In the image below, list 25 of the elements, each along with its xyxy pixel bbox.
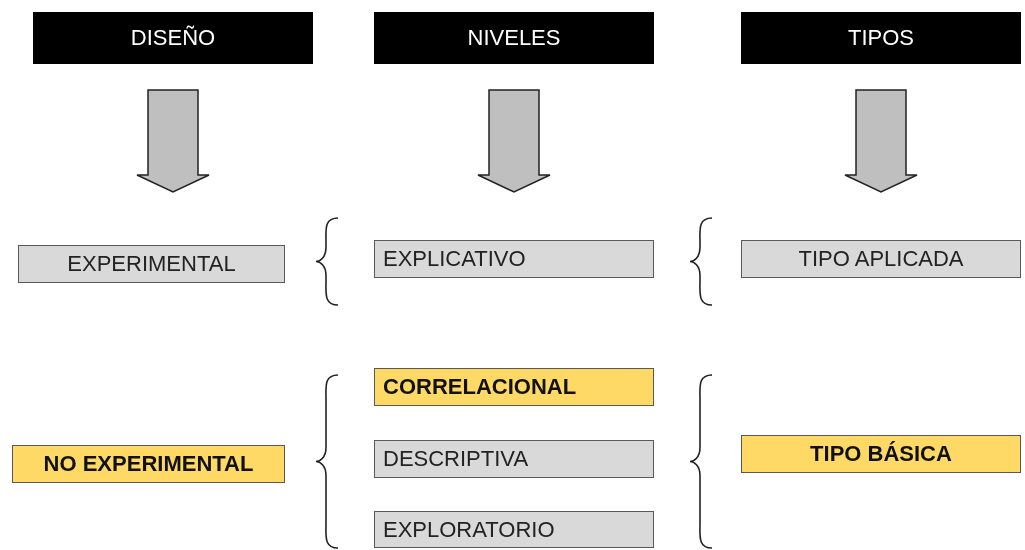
box-label: EXPERIMENTAL — [67, 251, 236, 277]
block-arrow — [477, 89, 551, 193]
box-label: TIPO BÁSICA — [810, 441, 952, 467]
category-box — [374, 440, 654, 478]
block-arrow — [136, 89, 210, 193]
box-label: CORRELACIONAL — [383, 374, 577, 400]
header-box — [33, 12, 313, 64]
box-label: DESCRIPTIVA — [383, 446, 529, 472]
box-label: NIVELES — [467, 25, 561, 51]
header-box — [741, 12, 1021, 64]
box-label: NO EXPERIMENTAL — [43, 451, 254, 477]
category-box — [18, 245, 285, 283]
category-box — [741, 240, 1021, 278]
highlighted-box — [374, 368, 654, 406]
block-arrow — [844, 89, 918, 193]
header-box — [374, 12, 654, 64]
box-label: EXPLORATORIO — [383, 516, 555, 543]
box-label: DISEÑO — [130, 25, 216, 51]
box-label: TIPO APLICADA — [798, 246, 964, 272]
box-label: TIPOS — [848, 25, 914, 51]
category-box — [374, 511, 654, 548]
highlighted-box — [12, 445, 285, 483]
highlighted-box — [741, 435, 1021, 473]
box-label: EXPLICATIVO — [383, 246, 526, 272]
category-box — [374, 240, 654, 278]
